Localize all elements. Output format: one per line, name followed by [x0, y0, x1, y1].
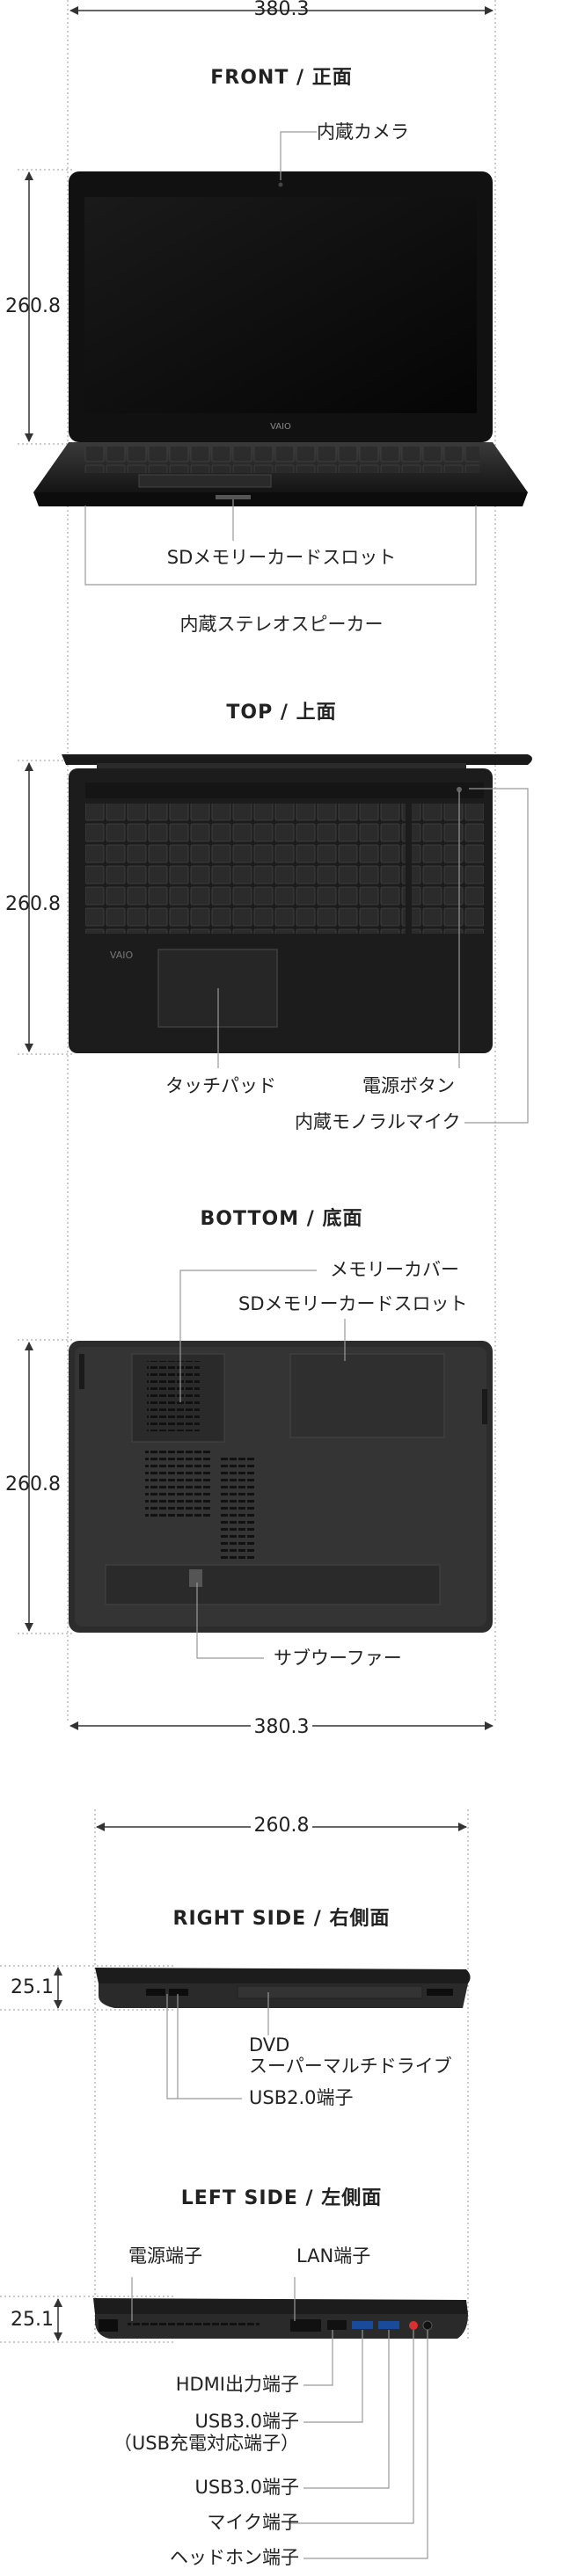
leader-mic	[464, 788, 529, 1124]
guide-lines	[67, 0, 496, 2339]
label-speaker: 内蔵ステレオスピーカー	[179, 614, 384, 635]
label-memory-cover: メモリーカバー	[330, 1259, 459, 1280]
left-laptop-image	[93, 2298, 468, 2339]
label-mic-jack: マイク端子	[207, 2512, 299, 2533]
label-dvd-line1: DVD	[249, 2034, 290, 2056]
svg-text:VAIO: VAIO	[270, 422, 291, 432]
bottom-width-value: 380.3	[251, 1718, 312, 1737]
label-usb3-charge-line2: （USB充電対応端子）	[113, 2433, 299, 2454]
label-usb2: USB2.0端子	[249, 2087, 354, 2108]
right-width-value: 260.8	[251, 1816, 312, 1836]
label-usb3: USB3.0端子	[194, 2477, 299, 2498]
leader-hdmi	[303, 2330, 333, 2386]
leader-usb2	[166, 1994, 242, 2099]
leader-camera	[280, 131, 317, 180]
right-height-value: 25.1	[11, 1976, 54, 1998]
top-laptop-image: VAIO	[62, 754, 532, 1053]
label-power-port: 電源端子	[128, 2245, 202, 2267]
top-title: TOP / 上面	[226, 702, 337, 724]
right-section	[0, 1823, 471, 2099]
right-laptop-image	[95, 1968, 471, 2008]
leader-memory-cover	[179, 1270, 317, 1402]
label-usb3-charge-line1: USB3.0端子	[194, 2411, 299, 2432]
leader-usb3	[303, 2330, 390, 2489]
label-front-sd-slot: SDメモリーカードスロット	[166, 547, 397, 568]
left-height-value: 25.1	[11, 2309, 54, 2331]
right-title: RIGHT SIDE / 右側面	[172, 1908, 391, 1930]
bottom-height-value: 260.8	[5, 1474, 61, 1495]
leader-subwoofer	[196, 1583, 264, 1659]
bottom-section	[18, 1270, 494, 1730]
label-lan: LAN端子	[296, 2245, 371, 2267]
label-dvd-line2: スーパーマルチドライブ	[249, 2056, 452, 2077]
label-touchpad: タッチパッド	[165, 1075, 276, 1096]
top-height-value: 260.8	[5, 893, 61, 915]
left-title: LEFT SIDE / 左側面	[180, 2187, 383, 2209]
top-section: VAIO	[18, 754, 532, 1124]
leader-speaker	[84, 506, 477, 586]
front-height-value: 260.8	[5, 295, 61, 317]
front-width-value: 380.3	[253, 0, 310, 20]
leader-usb3-charge	[303, 2330, 363, 2423]
leader-mic-jack	[289, 2330, 414, 2524]
label-headphone: ヘッドホン端子	[170, 2547, 299, 2568]
front-laptop-image: VAIO	[33, 171, 528, 506]
front-title: FRONT / 正面	[210, 67, 353, 89]
label-subwoofer: サブウーファー	[274, 1648, 402, 1669]
left-section	[0, 2277, 468, 2559]
bottom-laptop-image	[69, 1341, 493, 1633]
svg-text:VAIO: VAIO	[110, 950, 134, 961]
label-camera: 内蔵カメラ	[317, 121, 409, 142]
label-power-button: 電源ボタン	[362, 1075, 455, 1096]
leader-headphone	[303, 2330, 428, 2559]
label-mic: 内蔵モノラルマイク	[295, 1111, 461, 1132]
front-section: VAIO	[18, 6, 528, 586]
label-bottom-sd-slot: SDメモリーカードスロット	[238, 1293, 468, 1314]
bottom-title: BOTTOM / 底面	[200, 1208, 363, 1230]
label-hdmi: HDMI出力端子	[175, 2374, 299, 2395]
